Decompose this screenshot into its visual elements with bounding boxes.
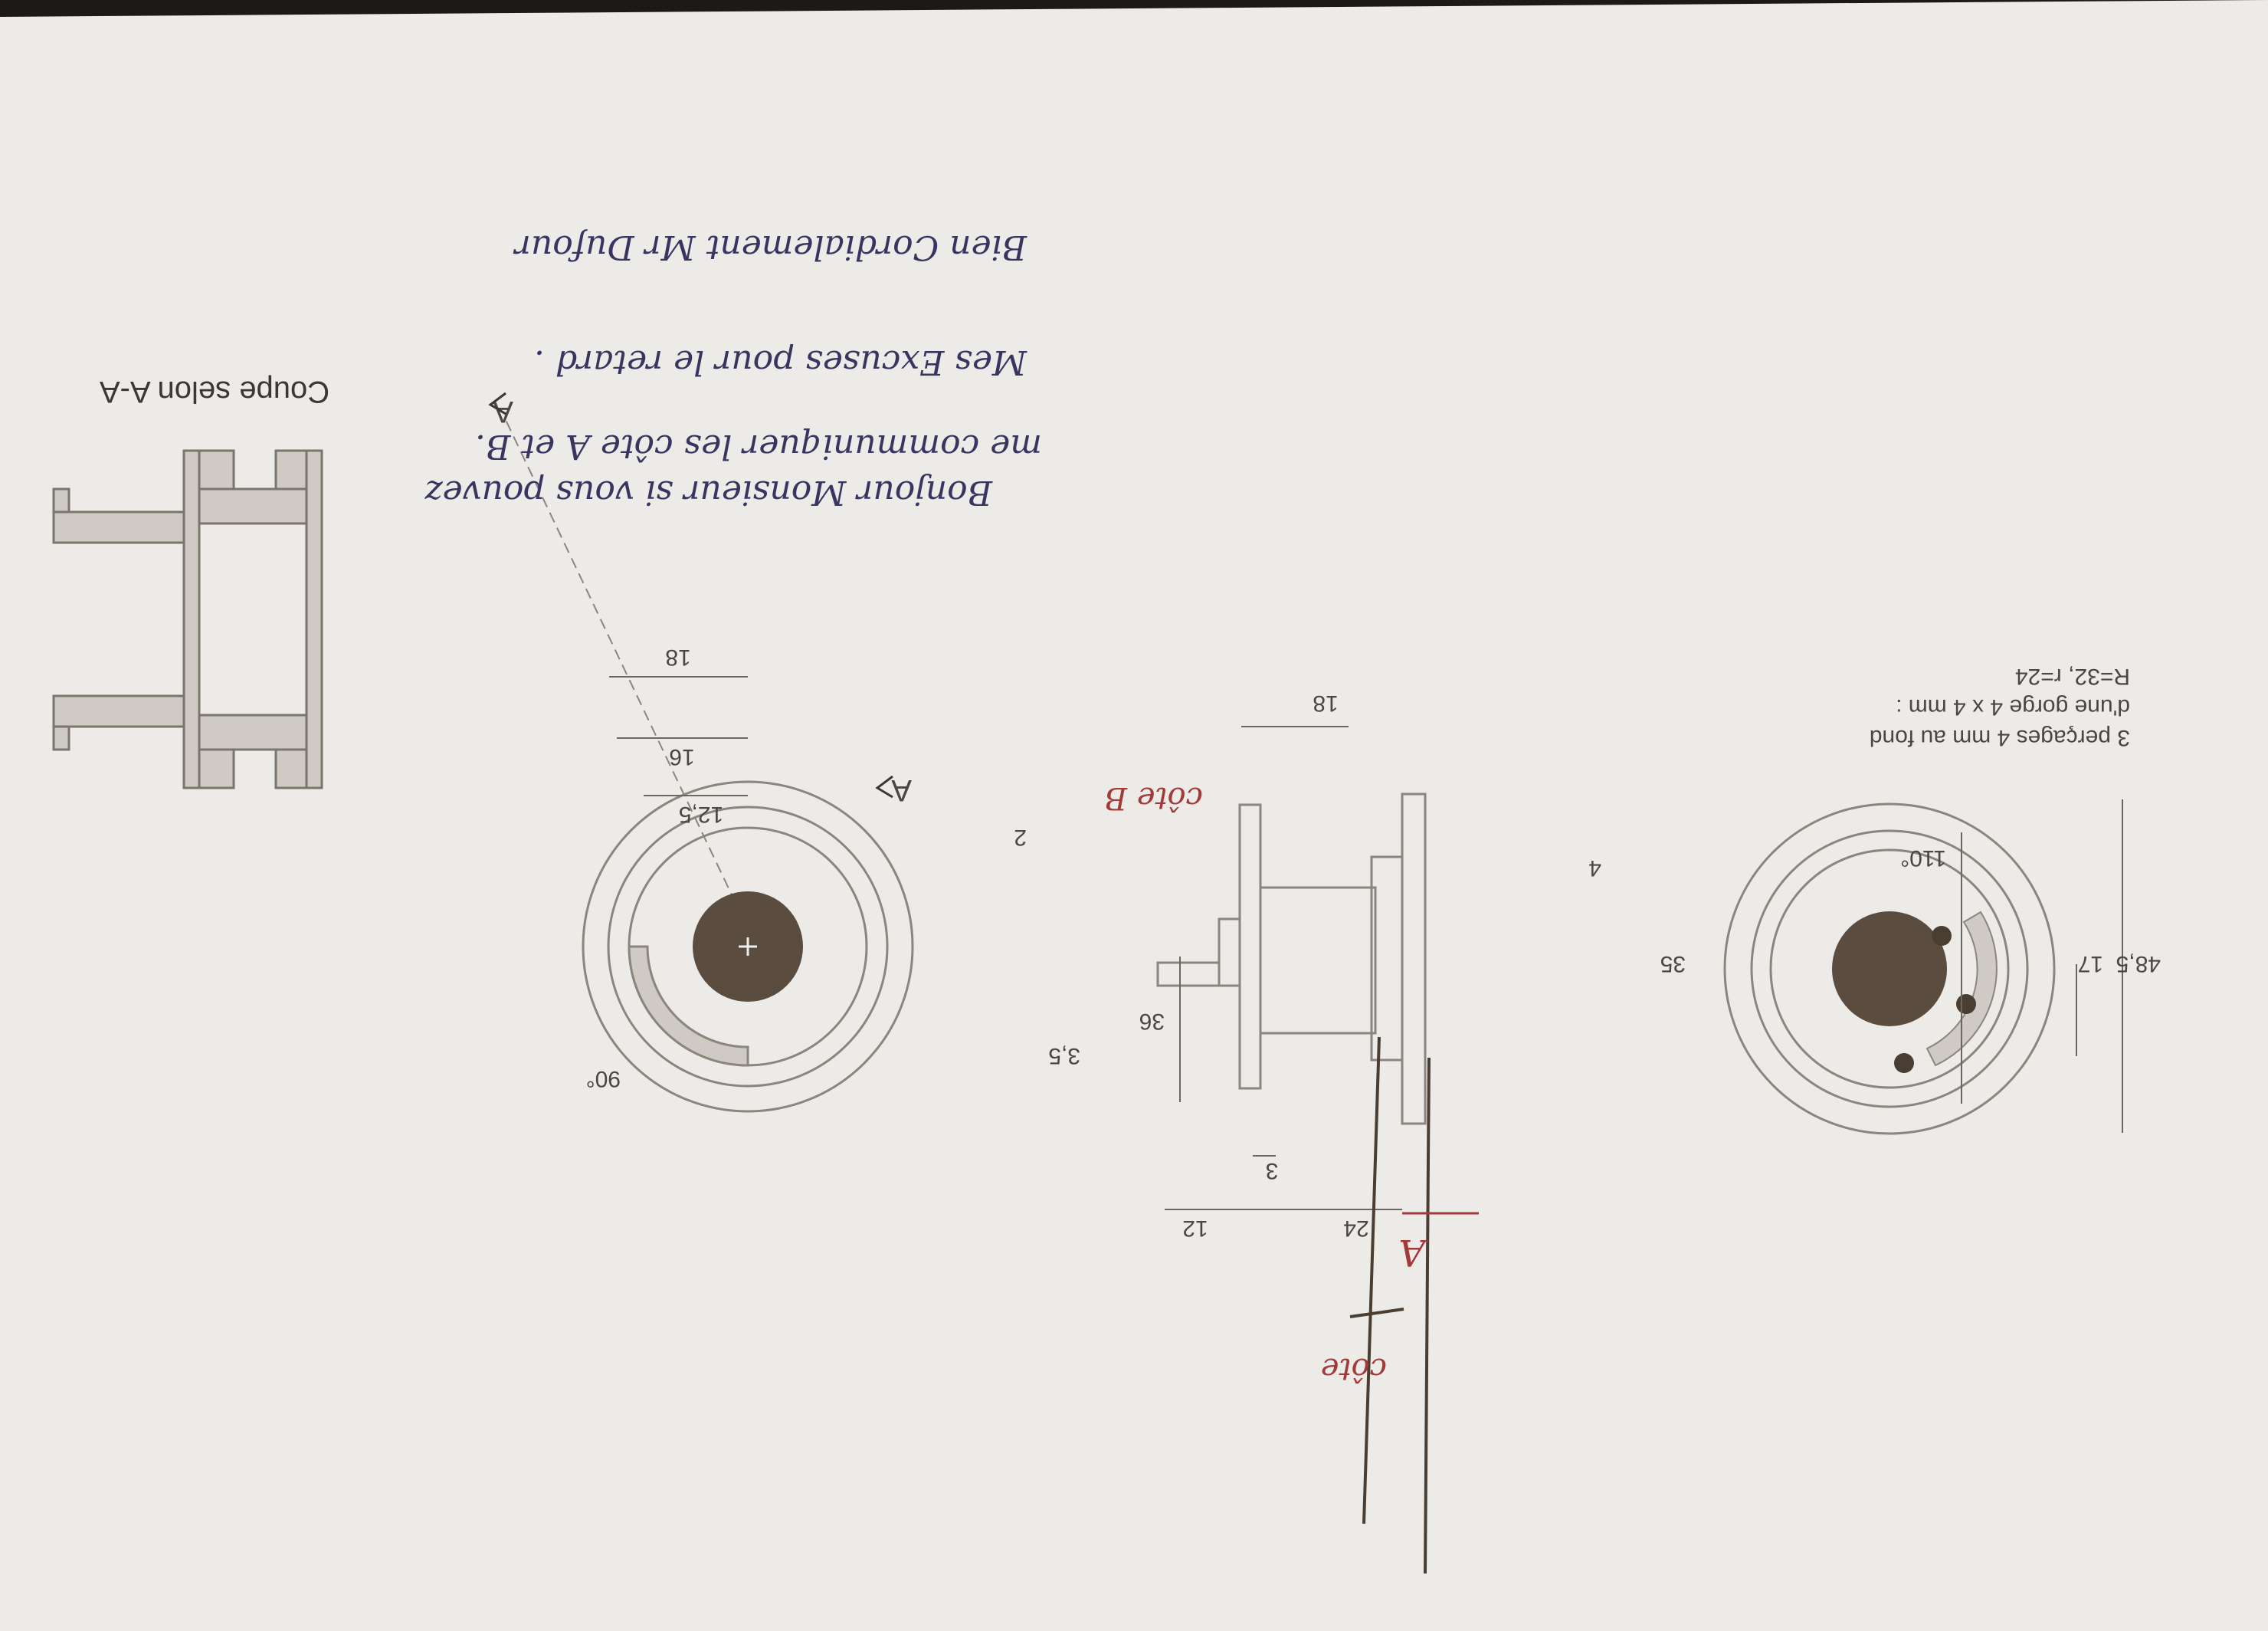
dim-3: 3 bbox=[1266, 1158, 1279, 1183]
dim-18-side: 18 bbox=[1313, 691, 1338, 716]
front-dims bbox=[609, 676, 748, 796]
hand-label-cote-a: côte bbox=[1321, 1351, 1387, 1387]
note-line-3: R=32, r=24 bbox=[2015, 664, 2130, 689]
section-view bbox=[52, 449, 323, 789]
hand-line-3: Mes Excuses pour le retard . bbox=[534, 343, 1027, 382]
side-dims bbox=[1165, 726, 1402, 1210]
dim-4: 4 bbox=[1588, 855, 1601, 881]
dim-48-5: 48,5 bbox=[2116, 951, 2161, 976]
front-view bbox=[582, 780, 914, 1113]
right-view-bore bbox=[1832, 911, 1947, 1026]
dim-12-5: 12,5 bbox=[679, 802, 723, 827]
hole-1 bbox=[1894, 1053, 1914, 1073]
dim-90deg: 90° bbox=[586, 1066, 621, 1091]
dim-3-5: 3,5 bbox=[1048, 1043, 1080, 1068]
right-view bbox=[1723, 802, 2056, 1135]
right-dims bbox=[1961, 799, 2123, 1133]
dim-12: 12 bbox=[1182, 1216, 1208, 1241]
section-marker-top: A bbox=[891, 773, 912, 807]
side-view bbox=[1156, 793, 1427, 1125]
hole-3 bbox=[1932, 926, 1952, 946]
hand-label-cote-b: côte B bbox=[1105, 780, 1203, 816]
dim-110deg: 110° bbox=[1900, 845, 1946, 871]
hole-2 bbox=[1956, 994, 1976, 1014]
dim-16: 16 bbox=[669, 744, 694, 770]
groove-110 bbox=[1926, 911, 1998, 1067]
dim-2: 2 bbox=[1014, 825, 1027, 850]
dim-17: 17 bbox=[2078, 951, 2103, 976]
section-title: Coupe selon A-A bbox=[100, 375, 330, 409]
dim-35: 35 bbox=[1660, 951, 1686, 976]
handwritten-sketch-lines bbox=[1349, 1036, 1431, 1574]
note-line-1: 3 perçages 4 mm au fond bbox=[1870, 725, 2130, 750]
section-line bbox=[505, 419, 736, 904]
dim-18-front: 18 bbox=[665, 645, 690, 670]
hand-line-2: me communiquer les côte A et B. bbox=[475, 427, 1042, 466]
hand-line-1: Bonjour Monsieur si vous pouvez bbox=[424, 473, 993, 512]
dim-24: 24 bbox=[1343, 1216, 1368, 1241]
hand-label-a: A bbox=[1398, 1231, 1428, 1274]
dim-36: 36 bbox=[1139, 1009, 1165, 1034]
note-line-2: d'une gorge 4 x 4 mm : bbox=[1896, 694, 2130, 720]
upright-drawing: Coupe selon A-A A A 90° 12,5 16 18 bbox=[52, 228, 2161, 1574]
hand-line-4: Bien Cordialement Mr Dufour bbox=[513, 228, 1027, 267]
handwritten-message: Bonjour Monsieur si vous pouvez me commu… bbox=[424, 228, 1042, 512]
